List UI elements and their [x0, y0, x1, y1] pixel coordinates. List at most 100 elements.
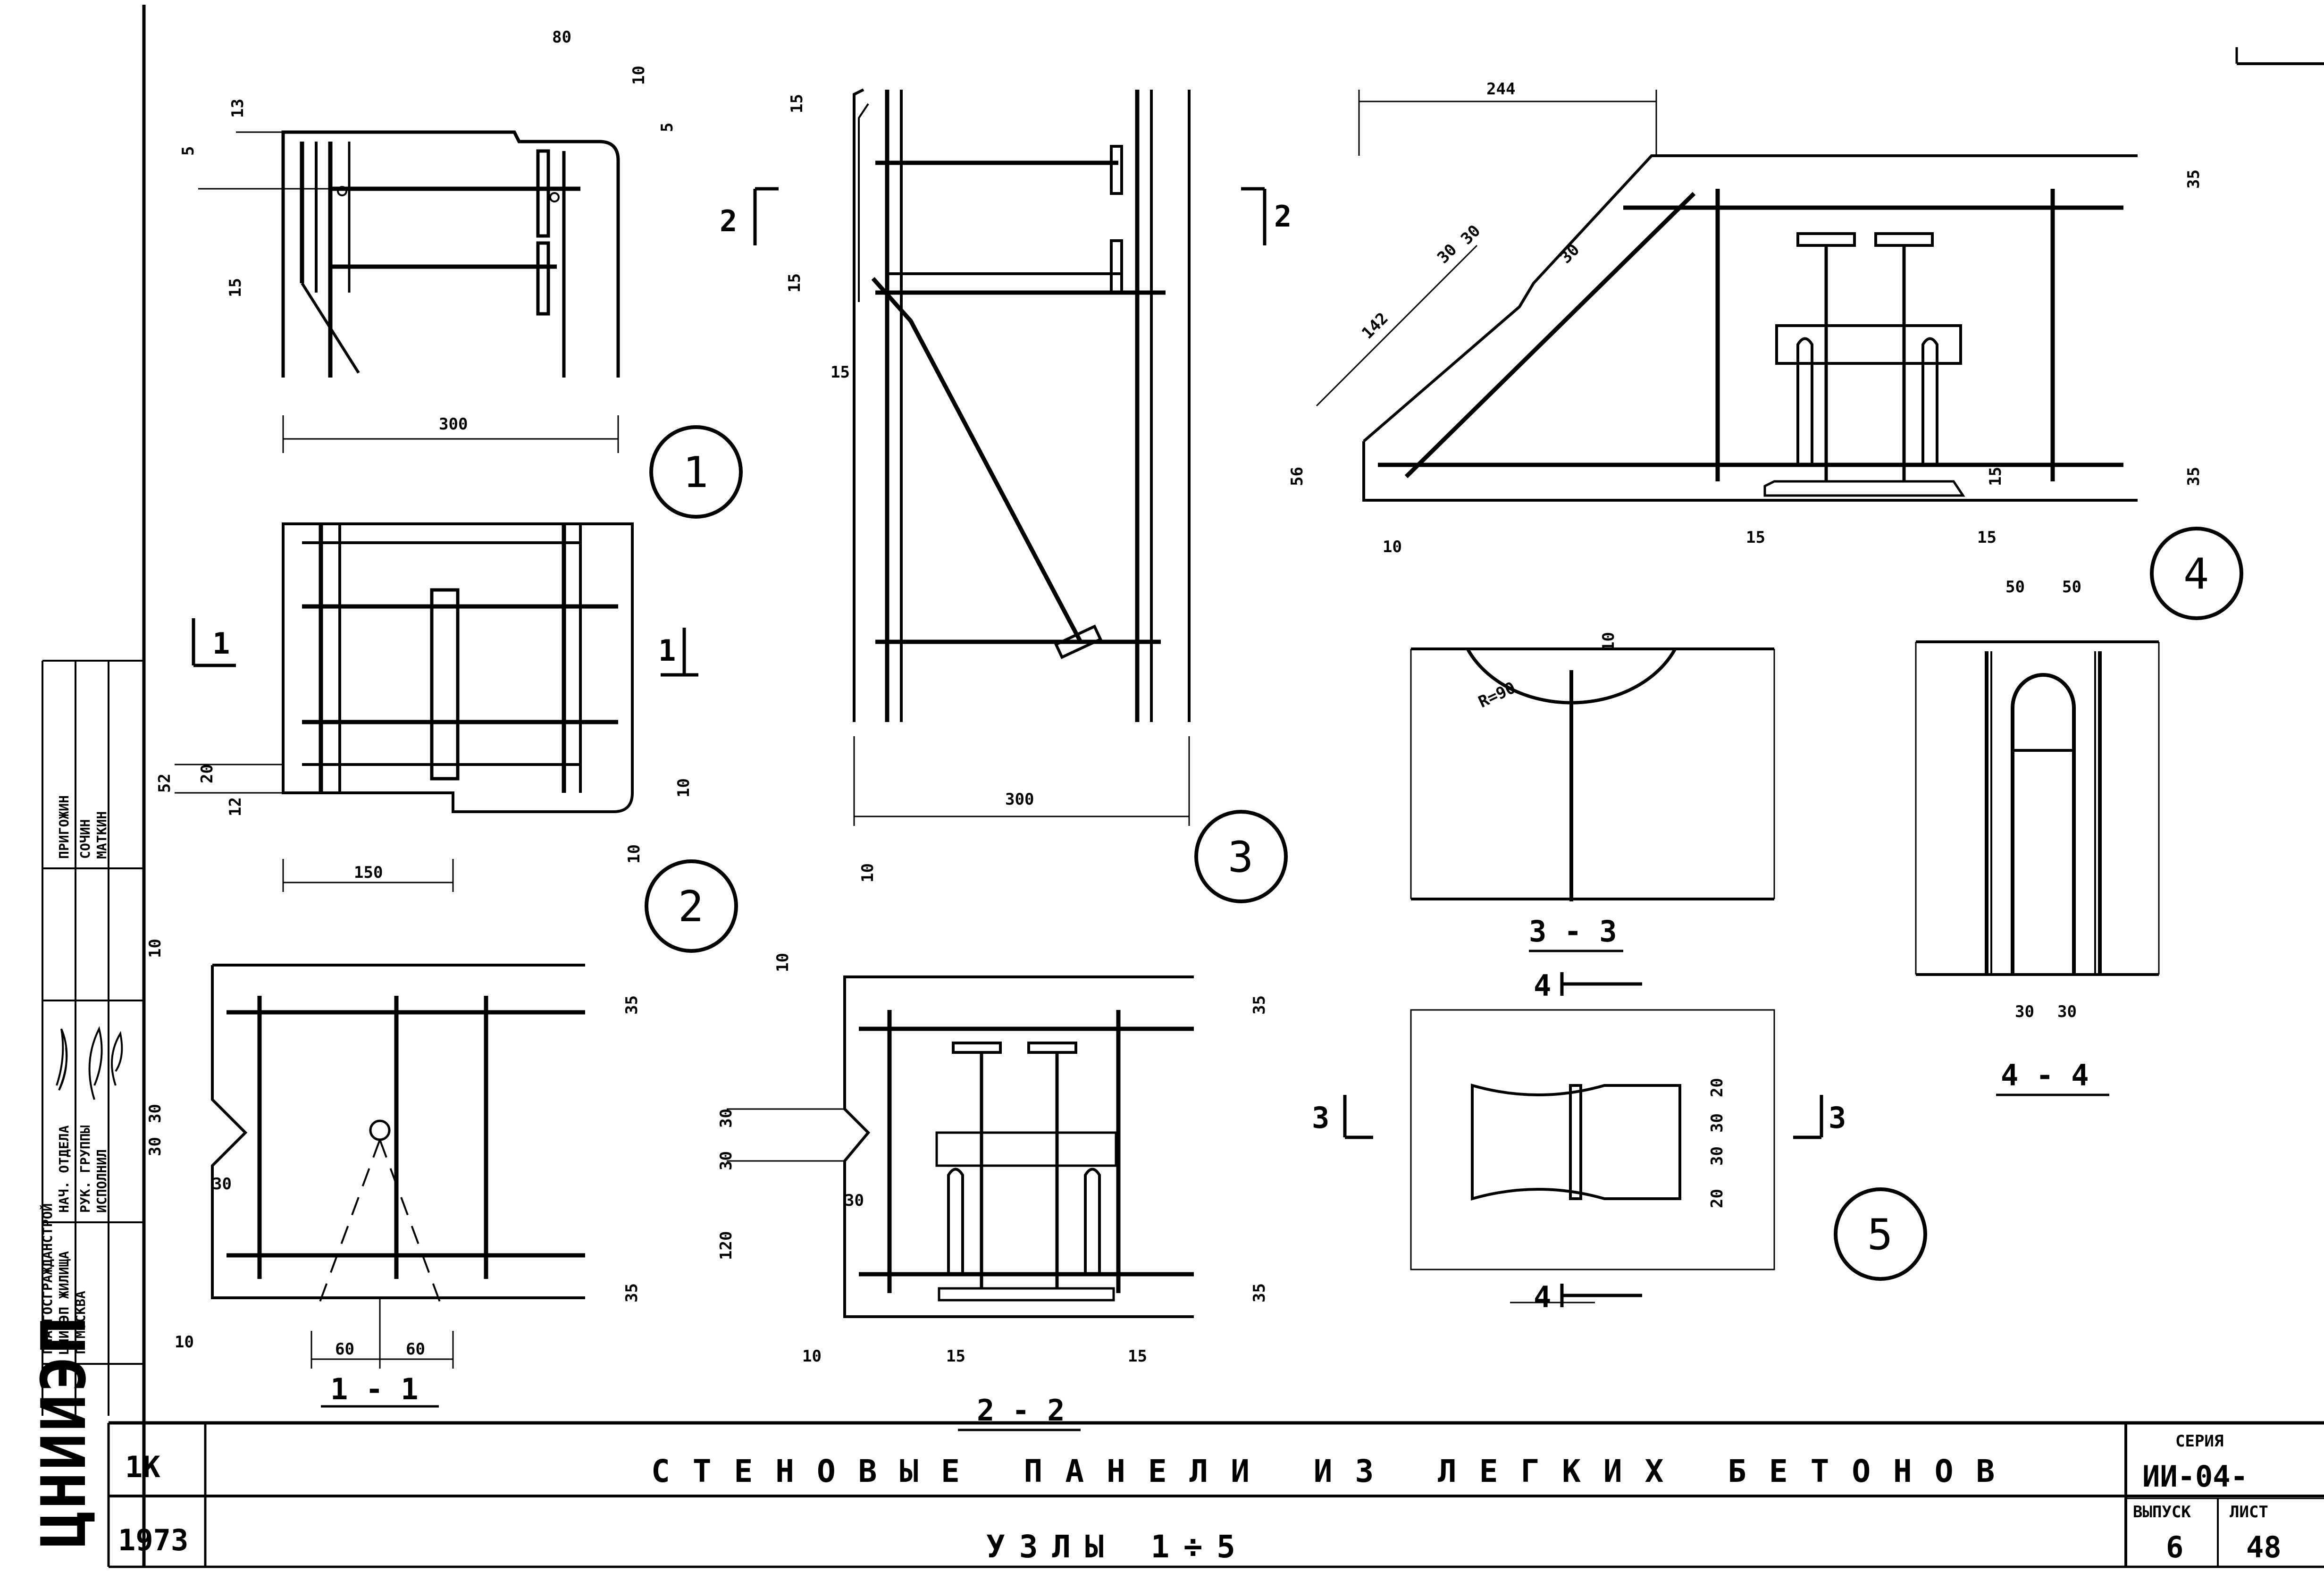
dim-120: 120 — [717, 1231, 736, 1260]
dim-15-n4a: 15 — [1746, 528, 1765, 547]
dim-10-node2b: 10 — [625, 844, 644, 864]
dim-10-node2: 10 — [674, 778, 693, 798]
dim-30-n5b: 30 — [1708, 1146, 1727, 1166]
dim-52: 52 — [155, 773, 174, 793]
dim-30-s2b: 30 — [717, 1151, 736, 1170]
section-3-3-label: 3 - 3 — [1529, 914, 1617, 949]
cut-2-right: 2 — [1241, 187, 1292, 245]
role-1: НАЧ. ОТДЕЛА — [56, 1125, 72, 1213]
dim-60-s1a: 60 — [335, 1340, 354, 1359]
dim-35-n4a: 35 — [2184, 169, 2203, 189]
dim-30-s2a: 30 — [717, 1109, 736, 1128]
dim-150: 150 — [354, 863, 383, 882]
signature-2 — [88, 1026, 103, 1100]
dim-300-node3: 300 — [1005, 790, 1034, 809]
node-4-number: 4 — [2183, 549, 2209, 599]
cut-4-top-label: 4 — [1534, 968, 1551, 1003]
cut-1-right: 1 — [658, 628, 698, 677]
node-2-detail — [175, 522, 634, 892]
cut-2-right-label: 2 — [1274, 199, 1292, 234]
node-1-number: 1 — [683, 448, 708, 497]
cut-4-top: 4 — [1534, 968, 1642, 1003]
dim-12: 12 — [226, 797, 245, 816]
dim-35-s2b: 35 — [1250, 1283, 1269, 1303]
dim-5b: 5 — [658, 123, 677, 132]
sheet-label: ЛИСТ — [2230, 1503, 2268, 1522]
dim-30-n5a: 30 — [1708, 1113, 1727, 1133]
dim-10-n4: 10 — [1383, 538, 1402, 556]
section-4-4-label: 4 - 4 — [2001, 1058, 2089, 1093]
node-1-callout: 1 — [649, 425, 743, 519]
dim-20: 20 — [198, 764, 217, 783]
cut-3-right: 3 — [1793, 1095, 1846, 1139]
name-2: СОЧИН — [77, 819, 93, 859]
dim-15-n4b: 15 — [1977, 528, 1997, 547]
node-4-callout: 4 — [2150, 527, 2243, 620]
org-line-2: ЦНИИЭП ЖИЛИЩА — [56, 1251, 72, 1354]
cut-4-bottom: 4 — [1534, 1280, 1642, 1314]
dim-10-s2a: 10 — [773, 953, 792, 972]
node-5-number: 5 — [1867, 1210, 1893, 1260]
dim-60-s1b: 60 — [406, 1340, 425, 1359]
series-label: СЕРИЯ — [2175, 1432, 2223, 1451]
dim-15-n4c: 15 — [1986, 467, 2005, 486]
section-1-1-label: 1 - 1 — [330, 1372, 419, 1406]
frame — [107, 5, 2324, 1568]
section-2-2-detail — [727, 975, 1194, 1318]
side-stamp: ЦНИИЭП ГЛАВГОСГРАЖДАНСТРОЙ ЦНИИЭП ЖИЛИЩА… — [28, 660, 144, 1548]
role-3: ИСПОЛНИЛ — [94, 1149, 109, 1213]
section-2-2-label: 2 - 2 — [977, 1393, 1065, 1428]
dim-10-node1: 10 — [629, 66, 648, 85]
dim-10-s2c: 10 — [802, 1347, 822, 1366]
node-3-detail — [853, 88, 1191, 826]
dim-300-node1: 300 — [439, 415, 468, 434]
dim-30-s1a: 30 — [146, 1104, 165, 1123]
cut-1-right-label: 1 — [658, 633, 676, 668]
dim-80: 80 — [552, 28, 571, 47]
node-1-detail — [198, 130, 620, 453]
node-3-callout: 3 — [1194, 810, 1288, 903]
dim-56: 56 — [1288, 467, 1307, 486]
dim-15-node1: 15 — [226, 278, 245, 297]
sheet-title: СТЕНОВЫЕ ПАНЕЛИ ИЗ ЛЕГКИХ БЕТОНОВ — [651, 1453, 2017, 1489]
section-3-3-detail — [1410, 647, 1775, 952]
node-2-callout: 2 — [645, 859, 738, 953]
dim-10-s1a: 10 — [146, 939, 165, 958]
dim-30-s4a: 30 — [2015, 1002, 2034, 1021]
dim-50-b: 50 — [2062, 578, 2081, 597]
node-5-detail — [1410, 1009, 1775, 1303]
node-3-number: 3 — [1228, 832, 1253, 882]
dim-10-s3: 10 — [1599, 632, 1618, 651]
dim-35-s1a: 35 — [622, 995, 641, 1015]
issue-label: ВЫПУСК — [2133, 1503, 2191, 1522]
dim-244: 244 — [1486, 80, 1515, 99]
dim-10-s1b: 10 — [175, 1333, 194, 1352]
section-4-4-detail — [1915, 640, 2160, 1096]
dim-30-s1b: 30 — [146, 1137, 165, 1156]
signature-1 — [56, 1028, 68, 1091]
dim-20-n5a: 20 — [1708, 1078, 1727, 1097]
dim-15-s2b: 15 — [1128, 1347, 1147, 1366]
dim-35-s2a: 35 — [1250, 995, 1269, 1015]
dim-15-node3c: 15 — [831, 363, 850, 382]
sheet-subtitle: УЗЛЫ 1÷5 — [986, 1529, 1250, 1565]
cut-2-left: 2 — [720, 187, 779, 245]
cut-3-right-label: 3 — [1829, 1101, 1846, 1135]
org-logo: ЦНИИЭП — [28, 1315, 100, 1548]
dim-10-s2b: 10 — [858, 863, 877, 883]
cut-3-left: 3 — [1312, 1095, 1373, 1139]
dim-5: 5 — [179, 146, 198, 156]
title-block: СТЕНОВЫЕ ПАНЕЛИ ИЗ ЛЕГКИХ БЕТОНОВ УЗЛЫ 1… — [118, 1432, 2282, 1565]
dim-30-s1c: 30 — [212, 1175, 232, 1194]
cut-1-left: 1 — [192, 618, 236, 667]
cut-1-left-label: 1 — [212, 626, 230, 661]
project-year: 1973 — [118, 1523, 188, 1557]
dim-30-s2c: 30 — [845, 1191, 864, 1210]
cut-2-left-label: 2 — [720, 204, 737, 238]
dim-30-s4b: 30 — [2057, 1002, 2077, 1021]
dim-35-s1b: 35 — [622, 1283, 641, 1303]
dim-35-n4b: 35 — [2184, 467, 2203, 486]
node-4-detail — [1316, 90, 2138, 502]
org-line-1: ГЛАВГОСГРАЖДАНСТРОЙ — [39, 1203, 55, 1354]
